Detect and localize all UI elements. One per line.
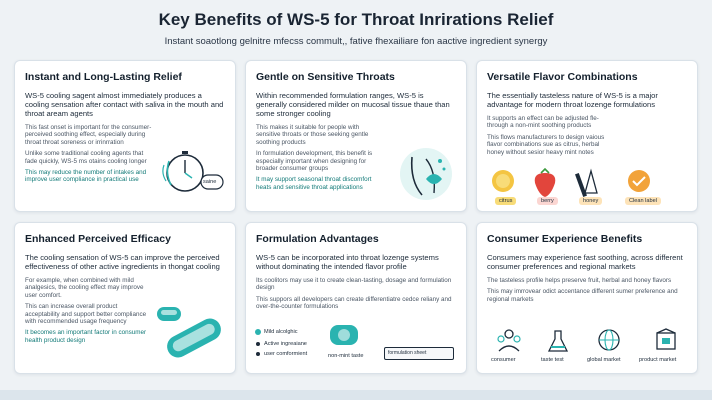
berry-icon [534, 167, 556, 197]
icon-label: consumer [491, 357, 516, 363]
flavor-label: Clean label [625, 197, 661, 205]
stopwatch-icon [162, 151, 224, 192]
card-lead: The cooling sensation of WS-5 can improv… [25, 253, 220, 271]
card-title: Gentle on Sensitive Throats [256, 71, 395, 83]
icon-label: product market [639, 357, 677, 363]
lozenge-icon [157, 307, 221, 358]
card-bullet: This suppors all developers can create d… [256, 295, 452, 311]
checklist-item: user comformient [264, 351, 308, 357]
flavor-icons [492, 167, 650, 197]
card-title: Formulation Advantages [256, 233, 379, 245]
card-bullet: This makes it suitable for people with s… [256, 124, 369, 146]
card-bullet: This fast onset is important for the con… [25, 124, 152, 146]
flavor-label: citrus [495, 197, 517, 205]
card-consumer-experience: Consumer Experience Benefits Consumers m… [476, 222, 698, 374]
card-lead: Consumers may experience fast soothing, … [487, 253, 683, 271]
card-lead: Within recommended formulation ranges, W… [256, 91, 450, 118]
card-title: Enhanced Perceived Efficacy [25, 233, 171, 245]
tag-label: formulation sheet [388, 350, 427, 356]
card-lead: WS-5 cooling sagent almost immediately p… [25, 91, 224, 118]
card-bullet: This may imrrovear odict accentance diff… [487, 288, 678, 303]
card-bullet: In formulation development, this benefit… [256, 150, 373, 173]
card-instant-relief: Instant and Long-Lasting Relief WS-5 coo… [14, 60, 236, 212]
card-lead: The essentially tasteless nature of WS-5… [487, 91, 658, 109]
card-bullet: The tasteless profile helps preserve fru… [487, 277, 672, 284]
card-bullet: It supports an effect can be adjusted fl… [487, 115, 599, 130]
citrus-icon [492, 170, 514, 192]
flavor-label: honey [579, 197, 603, 205]
clean-label-icon [628, 170, 650, 192]
consumer-icon [497, 329, 521, 352]
consumer-icons [497, 328, 676, 352]
card-title: Consumer Experience Benefits [487, 233, 643, 245]
card-title: Versatile Flavor Combinations [487, 71, 638, 83]
card-bullet: This may reduce the number of intakes an… [25, 169, 147, 184]
card-bullet: For example, when combined with mild ana… [25, 277, 144, 299]
taste-test-icon [547, 330, 569, 352]
card-gentle-throats: Gentle on Sensitive Throats Within recom… [245, 60, 467, 212]
card-bullet: Its coolitors may use it to create clean… [256, 277, 452, 292]
card-bullet: This can increase overall product accept… [25, 303, 147, 326]
honey-icon [575, 168, 598, 197]
globe-icon [598, 329, 620, 351]
icon-label: taste test [541, 357, 564, 363]
stopwatch-label: saine [203, 179, 217, 185]
card-flavor-combinations: Versatile Flavor Combinations The essent… [476, 60, 698, 212]
product-box-icon [656, 328, 676, 350]
icon-label: global market [587, 357, 621, 363]
decorative-footer-bar [0, 390, 712, 400]
page-title: Key Benefits of WS-5 for Throat Inrirati… [158, 10, 554, 29]
card-title: Instant and Long-Lasting Relief [25, 71, 182, 83]
flavor-label: berry [537, 197, 558, 205]
checklist-marks [255, 329, 261, 356]
formulation-sheet: formulation sheet [384, 347, 454, 360]
checklist-item: Active ingreaiane [264, 341, 307, 347]
card-formulation-advantages: Formulation Advantages WS-5 can be incor… [245, 222, 467, 374]
throat-shield-icon [400, 148, 452, 200]
page-subtitle: Instant soaotlong gelnitre mfecss commul… [164, 36, 548, 47]
card-bullet: It may support seasonal throat discomfor… [256, 176, 372, 191]
lozenge-wrapper-icon [330, 325, 358, 345]
card-bullet: It becomes an important factor in consum… [25, 329, 147, 344]
card-perceived-efficacy: Enhanced Perceived Efficacy The cooling … [14, 222, 236, 374]
card-bullet: This flows manufacturers to design vaiou… [487, 133, 605, 156]
card-bullet: Unlike some traditional cooling agents t… [25, 150, 147, 165]
checklist-item: Mild alcolghic [264, 329, 298, 335]
tag-label: non-mint taste [328, 353, 364, 359]
card-lead: WS-5 can be incorporated into throat loz… [256, 253, 439, 271]
